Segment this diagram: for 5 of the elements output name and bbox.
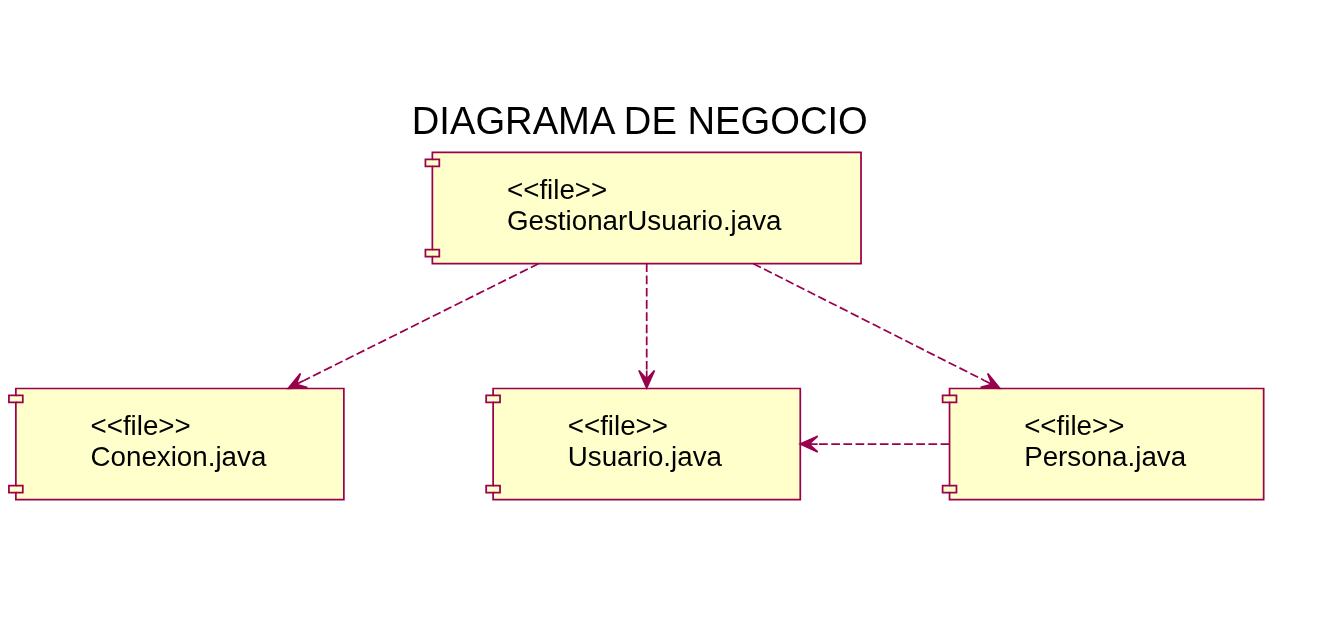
arrow <box>799 434 951 453</box>
arrow <box>287 262 540 389</box>
arrow <box>638 262 656 389</box>
arrow <box>752 262 1001 389</box>
diagram-title: DIAGRAMA DE NEGOCIO <box>411 98 868 142</box>
